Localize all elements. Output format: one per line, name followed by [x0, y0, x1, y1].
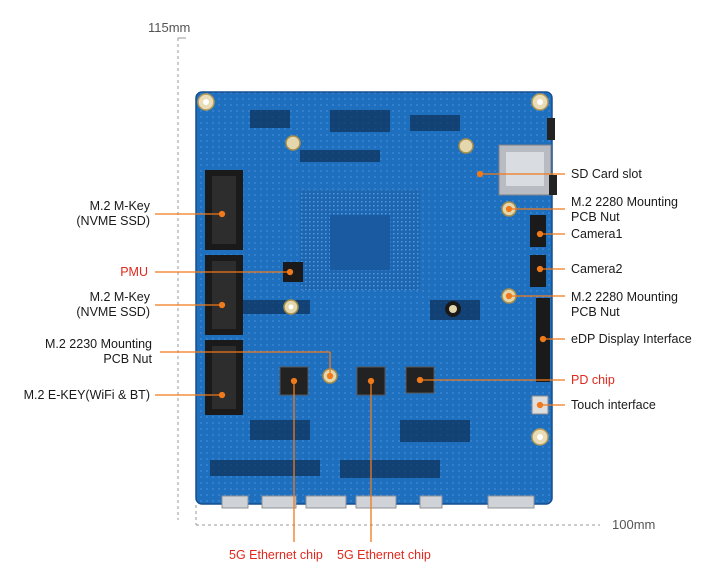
label-m2-2230-nut: M.2 2230 Mounting PCB Nut — [44, 337, 152, 366]
height-dimension-label: 115mm — [148, 20, 191, 35]
camera1-connector — [530, 215, 546, 247]
label-m2-ekey: M.2 E-KEY(WiFi & BT) — [23, 388, 150, 402]
m2-slot-top — [205, 170, 243, 250]
label-touch-interface: Touch interface — [571, 398, 656, 412]
label-m2-2280-nut-top: M.2 2280 Mounting PCB Nut — [571, 195, 679, 224]
label-pd-chip: PD chip — [571, 373, 615, 387]
sd-card-slot — [498, 144, 557, 196]
width-dimension-label: 100mm — [612, 517, 656, 532]
label-ethernet-chip-2: 5G Ethernet chip — [337, 548, 431, 562]
label-m2-mkey-bottom: M.2 M-Key (NVME SSD) — [76, 290, 150, 319]
label-camera1: Camera1 — [571, 227, 623, 241]
label-sd-card-slot: SD Card slot — [571, 167, 642, 181]
m2-slot-bottom — [205, 340, 243, 415]
label-m2-2280-nut-bottom: M.2 2280 Mounting PCB Nut — [571, 290, 679, 319]
pcb-board — [196, 92, 552, 504]
label-pmu: PMU — [120, 265, 148, 279]
label-edp-display: eDP Display Interface — [571, 332, 692, 346]
label-m2-mkey-top: M.2 M-Key (NVME SSD) — [76, 199, 150, 228]
label-camera2: Camera2 — [571, 262, 623, 276]
label-ethernet-chip-1: 5G Ethernet chip — [229, 548, 323, 562]
m2-slot-middle — [205, 255, 243, 335]
